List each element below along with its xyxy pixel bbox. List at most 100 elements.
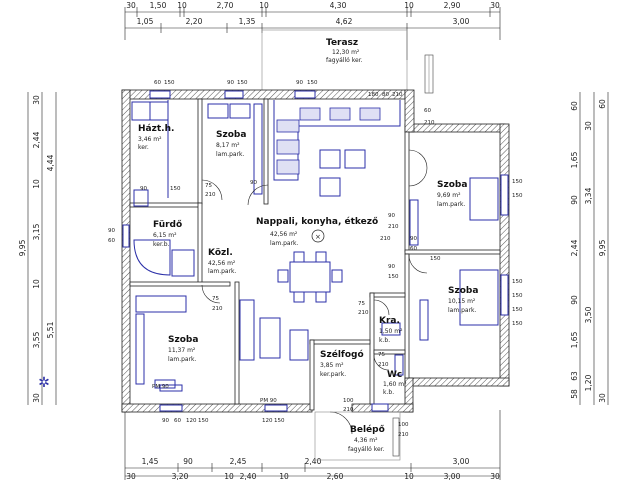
room-floor: ker.park. (320, 371, 346, 378)
room-furdo: Fürdő 6,15 m² ker.b. (153, 220, 182, 248)
tag-23: 150 (198, 418, 209, 424)
door-tag-3: 90 (388, 213, 395, 219)
room-area: 3,46 m² (138, 136, 162, 143)
tag-22: 120 (186, 418, 197, 424)
top-dim-8: 2,90 (444, 1, 461, 10)
room-name: Szélfogó (320, 349, 364, 360)
room-hazt: Házt.h. 3,46 m² ker. (138, 124, 174, 151)
room-wc: Wc 1,60 m² k.b. (383, 370, 407, 396)
bottom-dim2-2: 3,20 (172, 472, 189, 480)
room-name: Terasz (326, 38, 358, 48)
top-dim-5: 10 (259, 1, 269, 10)
door-tags: 75 210 90 210 75 210 75 210 75 210 100 2… (205, 183, 417, 413)
right-dim-c: 90 (570, 195, 579, 205)
tag-9: 210 (392, 92, 403, 98)
right-dimensions: 60 1,65 90 2,44 90 1,65 63 58 30 3,34 3,… (570, 92, 609, 405)
entrance-area (314, 411, 401, 461)
room-floor: lam.park. (437, 201, 466, 208)
room-area: 4,36 m² (354, 437, 378, 444)
tag-19: 60 (108, 238, 115, 244)
tag-12: 150 (512, 179, 523, 185)
right-dim-f: 1,65 (570, 331, 579, 348)
door-tag-1: 75 (205, 183, 212, 189)
door-tag-12: 210 (343, 407, 354, 413)
top-dim-4: 2,70 (217, 1, 234, 10)
right-dim-l: 1,20 (584, 374, 593, 391)
right-dim-n: 9,95 (598, 239, 607, 256)
tag-18: 90 (108, 228, 115, 234)
tag-1: 60 (154, 80, 161, 86)
room-name: Szoba (168, 335, 198, 345)
room-area: 12,30 m² (332, 49, 360, 56)
room-szoba-1: Szoba 8,17 m² lam.park. (216, 130, 246, 158)
tag-3: 90 (227, 80, 234, 86)
room-szoba-2: Szoba 9,69 m² lam.park. (437, 180, 467, 208)
tag-33: 210 (398, 432, 409, 438)
pm-tag-1: PM 90 (152, 384, 169, 390)
bottom-dim-1: 1,45 (142, 457, 159, 466)
room-terasz: Terasz 12,30 m² fagyálló ker. (326, 38, 363, 64)
tag-21: 60 (174, 418, 181, 424)
bottom-dim2-4: 2,40 (240, 472, 257, 480)
tag-14: 150 (512, 279, 523, 285)
right-dim-i: 30 (584, 121, 593, 131)
room-name: Közl. (208, 248, 233, 258)
left-dim-g: 30 (32, 393, 41, 403)
room-floor: k.b. (379, 337, 390, 344)
room-area: 1,60 m² (383, 381, 407, 388)
top-dim2-2: 2,20 (186, 17, 203, 26)
room-floor: lam.park. (208, 268, 237, 275)
right-dim-a: 60 (570, 101, 579, 111)
outer-walls (121, 89, 510, 413)
room-name: Nappali, konyha, étkező (256, 216, 378, 227)
tag-27: 150 (170, 186, 181, 192)
bottom-dim2-1: 30 (126, 472, 136, 480)
room-area: 1,50 m² (379, 328, 403, 335)
bottom-dimensions: 1,45 90 2,45 2,40 3,00 30 3,20 10 2,40 1… (124, 410, 501, 480)
room-name: Fürdő (153, 220, 182, 230)
opening-tags: 60 150 90 150 90 150 180 80 210 60 210 1… (108, 80, 523, 438)
left-dim-i: 5,51 (46, 321, 55, 338)
room-floor: ker.b. (153, 241, 170, 248)
room-szoba-4: Szoba 11,37 m² lam.park. (168, 335, 198, 363)
bottom-dim2-6: 2,60 (327, 472, 344, 480)
bottom-dim-5: 3,00 (453, 457, 470, 466)
compass-icon: ✲ (38, 375, 50, 391)
room-kozl: Közl. 42,56 m² lam.park. (208, 248, 237, 275)
door-tag-9: 75 (212, 296, 219, 302)
room-floor: lam.park. (168, 356, 197, 363)
left-dimensions: 9,95 30 2,44 10 3,15 10 3,55 30 4,44 5,5… (18, 92, 57, 405)
tag-7: 180 (368, 92, 379, 98)
bottom-dim-3: 2,45 (230, 457, 247, 466)
top-dim-9: 30 (490, 1, 500, 10)
tag-6: 150 (307, 80, 318, 86)
left-dim-total: 9,95 (18, 239, 27, 256)
tag-5: 90 (296, 80, 303, 86)
room-area: 42,56 m² (208, 260, 236, 267)
room-floor: lam.park. (270, 240, 299, 247)
left-dim-h: 4,44 (46, 154, 55, 171)
tag-10: 60 (424, 108, 431, 114)
furniture (131, 100, 499, 389)
chimney-icon (311, 229, 325, 243)
right-dim-o: 30 (598, 393, 607, 403)
pm-tag-2: PM 90 (260, 398, 277, 404)
room-nappali: Nappali, konyha, étkező 42,56 m² lam.par… (256, 216, 378, 247)
room-area: 10,15 m² (448, 298, 476, 305)
left-dim-a: 30 (32, 95, 41, 105)
left-dim-f: 3,55 (32, 331, 41, 348)
tag-8: 80 (382, 92, 389, 98)
room-belepo: Belépő 4,36 m² fagyálló ker. (348, 424, 385, 453)
top-dim-6: 4,30 (330, 1, 347, 10)
right-dim-j: 3,34 (584, 187, 593, 204)
tag-4: 150 (237, 80, 248, 86)
top-dim2-5: 3,00 (453, 17, 470, 26)
bottom-dim2-9: 30 (490, 472, 500, 480)
tag-24: 120 (262, 418, 273, 424)
cross-icon: × (315, 233, 321, 241)
room-floor: fagyálló ker. (348, 446, 385, 453)
room-floor: ker. (138, 144, 149, 151)
room-name: Szoba (448, 286, 478, 296)
room-szelfogo: Szélfogó 3,85 m² ker.park. (320, 349, 364, 378)
